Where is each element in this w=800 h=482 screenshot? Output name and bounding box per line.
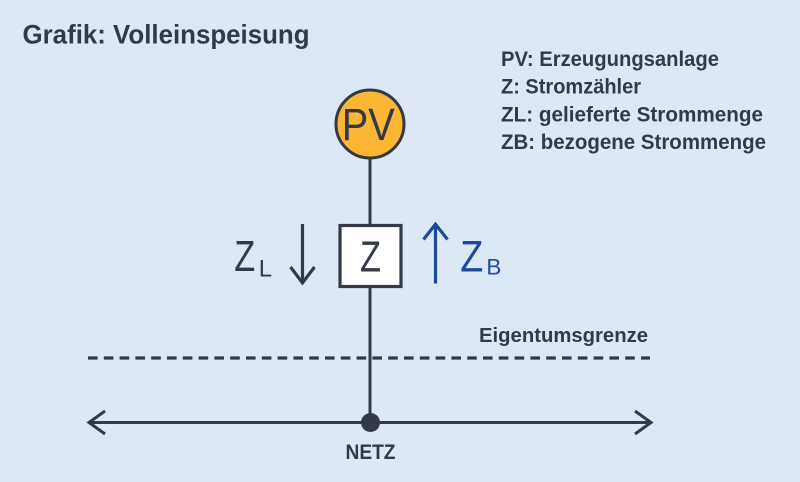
svg-text:Z: Z	[360, 232, 381, 281]
svg-text:Z: Z	[460, 233, 483, 282]
svg-text:Grafik: Volleinspeisung: Grafik: Volleinspeisung	[23, 19, 310, 49]
svg-text:ZL: gelieferte Strommenge: ZL: gelieferte Strommenge	[501, 103, 763, 126]
svg-text:Eigentumsgrenze: Eigentumsgrenze	[479, 324, 648, 347]
svg-text:Z: Z	[234, 233, 255, 281]
svg-text:B: B	[486, 255, 501, 280]
svg-text:NETZ: NETZ	[346, 441, 396, 464]
svg-text:PV: Erzeugungsanlage: PV: Erzeugungsanlage	[501, 48, 719, 71]
svg-text:Z: Stromzähler: Z: Stromzähler	[501, 76, 641, 99]
svg-text:ZB: bezogene Strommenge: ZB: bezogene Strommenge	[501, 131, 766, 154]
svg-text:L: L	[259, 256, 272, 283]
svg-text:PV: PV	[342, 99, 395, 150]
